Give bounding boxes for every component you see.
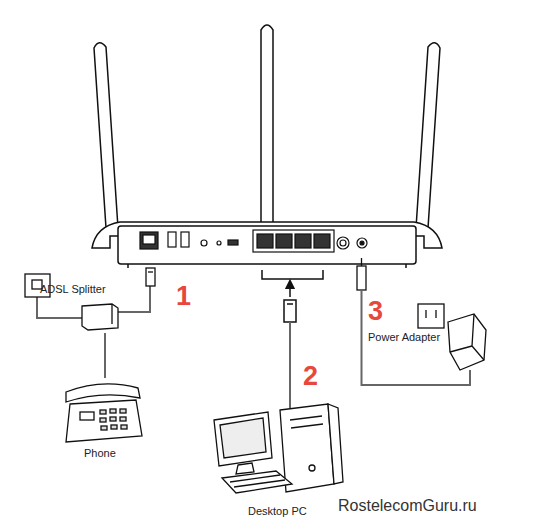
phone-base (66, 400, 142, 442)
wall-outlet (418, 304, 444, 328)
button (217, 241, 221, 245)
ethernet-cable (289, 322, 291, 410)
pc-tower (280, 404, 334, 492)
pc-power-button (309, 465, 315, 471)
device-label: Phone (84, 447, 116, 460)
button (201, 240, 207, 246)
phone-device: Phone (58, 378, 148, 460)
splitter-box (82, 304, 118, 330)
lan-port (276, 234, 292, 248)
router-body (92, 222, 442, 268)
desktop-pc (214, 404, 343, 493)
usb-port (181, 232, 189, 247)
monitor (214, 412, 272, 466)
watermark: RostelecomGuru.ru (338, 497, 477, 515)
phone-handset (66, 384, 140, 402)
phone-keys (110, 417, 116, 421)
drive-bay (290, 416, 322, 420)
device-label: Power Adapter (368, 331, 440, 344)
lan-port (295, 234, 311, 248)
device-label: Desktop PC (248, 505, 307, 518)
outlet-slot (435, 310, 436, 318)
dsl-port (140, 232, 158, 249)
antennas (94, 25, 440, 228)
rj45-pins (287, 303, 293, 305)
splitter-edge (111, 304, 112, 324)
power-connection (357, 258, 486, 385)
power-adapter-edge (450, 346, 472, 352)
router-ports (140, 230, 367, 252)
keyboard (222, 471, 292, 493)
rj11-pins (148, 271, 153, 272)
dc-plug-tip (361, 258, 362, 266)
monitor-screen (220, 418, 266, 458)
antenna (261, 25, 273, 228)
callout-number: 1 (176, 282, 191, 310)
keyboard-keys (230, 475, 280, 482)
rj45-plug (284, 300, 296, 322)
dc-plug (357, 266, 366, 290)
dsl-port (143, 235, 155, 244)
router-foot (405, 264, 407, 268)
power-adapter (448, 314, 486, 370)
power-button (337, 237, 349, 249)
phone-keys (120, 409, 126, 413)
phone-keys (111, 425, 117, 429)
phone-keys (100, 418, 106, 422)
outlet-slot (425, 310, 426, 318)
phone-display (80, 412, 94, 420)
power-adapter-edge (472, 314, 484, 360)
phone-keys (101, 426, 107, 430)
phone-keys (100, 410, 106, 414)
splitter-device: ADSL Splitter (38, 283, 122, 333)
insert-arrow (289, 284, 291, 297)
phone-keys (120, 417, 126, 421)
drive-bay (291, 424, 323, 428)
antenna (94, 43, 118, 228)
pc-tower-side (328, 404, 343, 484)
phone-keys (110, 409, 116, 413)
cable-connector (104, 333, 106, 378)
lan-connection (262, 270, 323, 410)
callout-number: 3 (368, 297, 383, 325)
phone-keys (121, 425, 127, 429)
monitor-stand (236, 463, 254, 474)
lan-block (253, 230, 334, 252)
router-foot (127, 264, 129, 268)
keyboard-keys (234, 480, 285, 487)
adapter-device: Power Adapter (366, 331, 444, 349)
device-label: ADSL Splitter (40, 283, 106, 296)
lan-port (257, 234, 273, 248)
lan-port (314, 234, 330, 248)
phone-keys (100, 409, 127, 430)
dc-jack (360, 241, 364, 245)
pc-device: Desktop PC (208, 400, 348, 518)
adsl-splitter (82, 268, 155, 330)
rj11-plug (146, 268, 155, 286)
antenna (416, 43, 440, 228)
power-button (340, 240, 346, 246)
usb-port (168, 232, 176, 247)
phone-line-cable (37, 297, 82, 318)
phone (66, 384, 142, 442)
dsl-cable (117, 286, 150, 312)
dc-jack (357, 238, 367, 248)
port-bracket (262, 270, 323, 279)
switch (228, 240, 238, 245)
back-panel (118, 226, 416, 264)
callout-number: 2 (303, 362, 318, 390)
